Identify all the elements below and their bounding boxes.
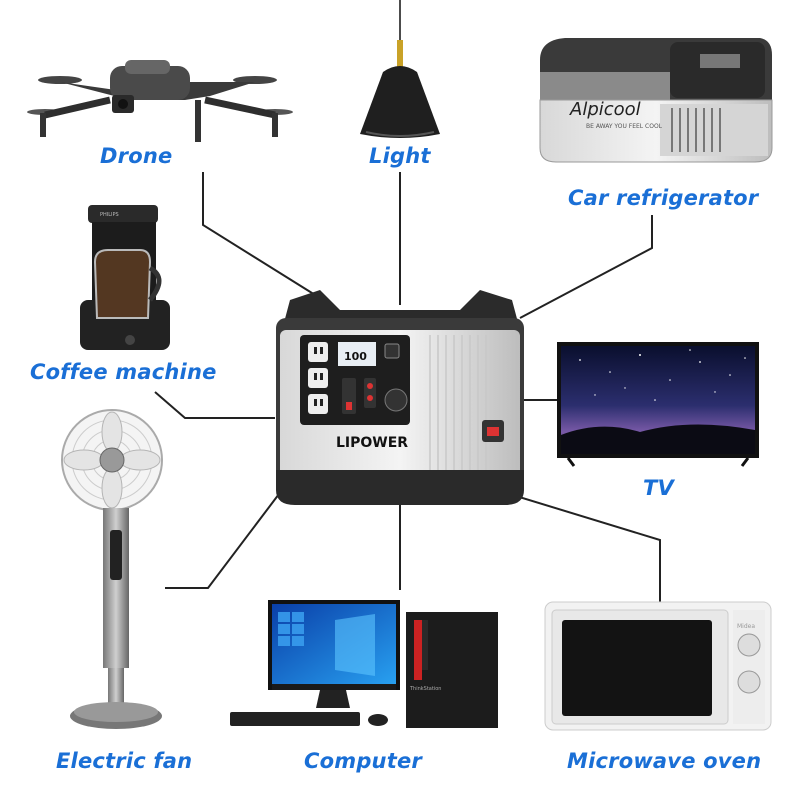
label-computer: Computer (304, 749, 422, 773)
microwave-image: Midea (544, 601, 772, 731)
drone-image (27, 60, 293, 142)
connector-lines (154, 172, 661, 612)
coffee-machine-image: PHILIPS (80, 205, 170, 350)
label-microwave-oven: Microwave oven (567, 749, 762, 773)
microwave-brand-text: Midea (737, 623, 755, 630)
label-coffee-machine: Coffee machine (30, 360, 217, 384)
label-tv: TV (643, 476, 674, 500)
computer-tower-text: ThinkStation (409, 686, 441, 692)
refrigerator-tagline-text: BE AWAY YOU FEEL COOL (586, 123, 663, 130)
battery-readout: 100 (344, 350, 367, 363)
label-drone: Drone (100, 144, 173, 168)
electric-fan-image (61, 409, 163, 729)
label-light: Light (369, 144, 431, 168)
connector-microwave (479, 484, 661, 612)
connector-electric-fan (165, 489, 283, 589)
computer-image: ThinkStation (230, 600, 498, 728)
pendant-light-image (360, 0, 440, 138)
label-electric-fan: Electric fan (56, 749, 193, 773)
connector-car-refrigerator (519, 215, 653, 319)
label-car-refrigerator: Car refrigerator (568, 186, 759, 210)
car-refrigerator-image: Alpicool BE AWAY YOU FEEL COOL (539, 38, 773, 163)
connector-coffee-machine (154, 391, 275, 419)
refrigerator-brand-text: Alpicool (569, 99, 641, 120)
power-station-image: 100 LIPOWER (276, 290, 524, 505)
coffee-machine-brand-text: PHILIPS (100, 212, 119, 218)
tv-image (557, 342, 759, 467)
brand-name: LIPOWER (336, 435, 408, 451)
battery-display (338, 342, 376, 366)
connector-drone (202, 172, 321, 299)
